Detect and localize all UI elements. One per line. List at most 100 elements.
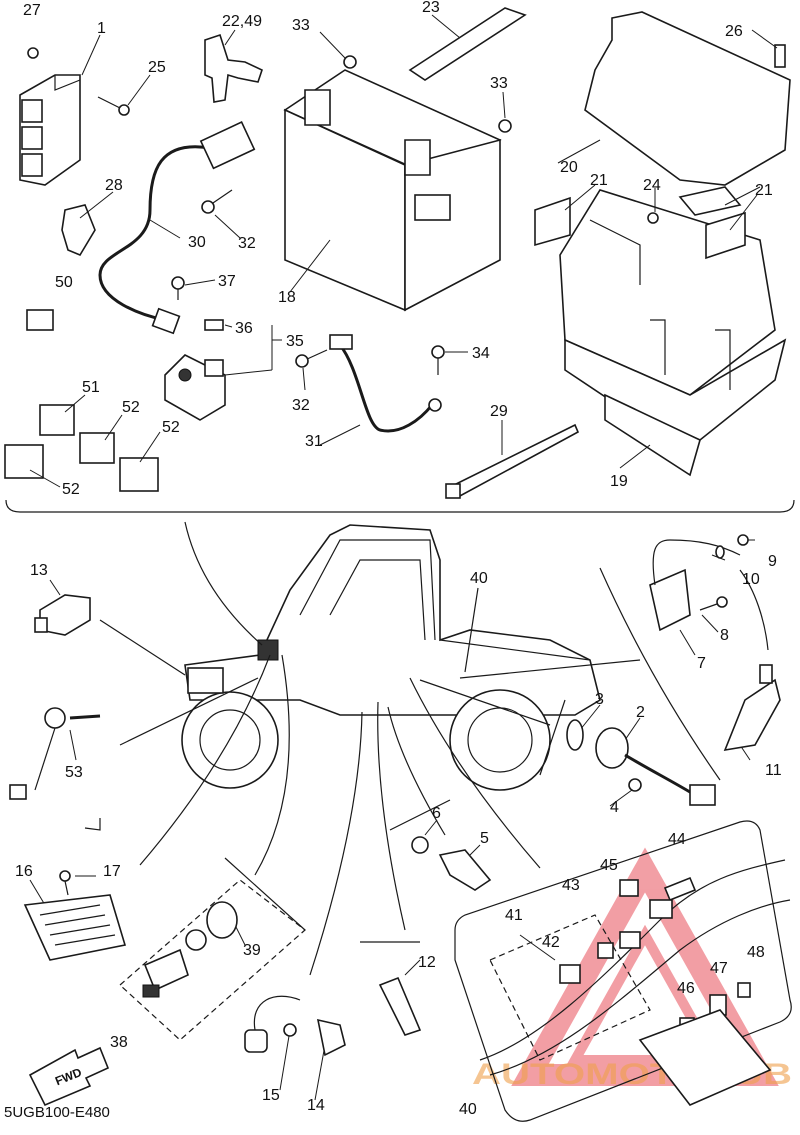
callout-15: 15 bbox=[262, 1087, 280, 1104]
section-divider bbox=[5, 499, 795, 513]
bolt-4 bbox=[628, 778, 642, 792]
callout-37: 37 bbox=[218, 273, 236, 290]
sensor-2 bbox=[595, 727, 716, 806]
callout-52-c: 52 bbox=[62, 481, 80, 498]
callout-40-top: 40 bbox=[470, 570, 488, 587]
callout-44: 44 bbox=[668, 831, 686, 848]
fuse-36 bbox=[204, 319, 224, 331]
connector-52-a bbox=[79, 432, 115, 464]
callout-50: 50 bbox=[55, 274, 73, 291]
callout-46: 46 bbox=[677, 980, 695, 997]
battery-band-23 bbox=[408, 7, 527, 81]
callout-39: 39 bbox=[243, 942, 261, 959]
callout-51: 51 bbox=[82, 379, 100, 396]
switch-13 bbox=[34, 594, 91, 636]
ignition-coil-7 bbox=[649, 539, 769, 651]
callout-11: 11 bbox=[765, 762, 782, 779]
callout-36: 36 bbox=[235, 320, 253, 337]
callout-21-right: 21 bbox=[755, 182, 773, 199]
callout-14: 14 bbox=[307, 1097, 325, 1114]
callout-5: 5 bbox=[480, 830, 489, 847]
pad-21-right bbox=[705, 211, 746, 260]
battery-18 bbox=[283, 69, 502, 312]
leader-lines-lower bbox=[84, 521, 721, 976]
callout-31: 31 bbox=[305, 433, 323, 450]
spark-plug-12 bbox=[378, 976, 422, 1036]
callout-43: 43 bbox=[562, 877, 580, 894]
pad-21-top bbox=[678, 186, 742, 216]
oring-3 bbox=[566, 719, 584, 751]
bolt-24 bbox=[647, 212, 659, 224]
callout-27: 27 bbox=[23, 2, 41, 19]
sensor-5 bbox=[438, 849, 492, 891]
bolt-32-upper bbox=[201, 189, 233, 214]
callout-7: 7 bbox=[697, 655, 706, 672]
callout-16: 16 bbox=[15, 863, 33, 880]
nut-33-right bbox=[498, 119, 512, 133]
callout-45: 45 bbox=[600, 857, 618, 874]
gasket-6 bbox=[411, 836, 429, 854]
callout-40-bottom: 40 bbox=[459, 1101, 477, 1118]
callout-26: 26 bbox=[725, 23, 743, 40]
bolt-34 bbox=[431, 345, 445, 375]
callout-3: 3 bbox=[595, 691, 604, 708]
bolt-37 bbox=[171, 276, 185, 300]
clamp-22-49 bbox=[204, 33, 263, 103]
callout-10: 10 bbox=[742, 571, 760, 588]
callout-29: 29 bbox=[490, 403, 508, 420]
callout-20: 20 bbox=[560, 159, 578, 176]
callout-32-upper: 32 bbox=[238, 235, 256, 252]
bolt-32-lower bbox=[295, 349, 328, 368]
connector-50 bbox=[26, 309, 54, 331]
callout-48: 48 bbox=[747, 944, 765, 961]
vehicle-outline bbox=[181, 524, 601, 791]
clip-28 bbox=[61, 204, 96, 257]
connector-52-c bbox=[4, 444, 44, 479]
callout-17: 17 bbox=[103, 863, 121, 880]
callout-25: 25 bbox=[148, 59, 166, 76]
screw-26 bbox=[774, 44, 786, 68]
callout-1: 1 bbox=[97, 20, 106, 37]
negative-lead-31 bbox=[329, 334, 442, 433]
leader-lines-upper bbox=[29, 14, 778, 488]
callout-18: 18 bbox=[278, 289, 296, 306]
callout-24: 24 bbox=[643, 177, 661, 194]
connector-51 bbox=[39, 404, 75, 436]
callout-30: 30 bbox=[188, 234, 206, 251]
callout-47: 47 bbox=[710, 960, 728, 977]
callout-21-left: 21 bbox=[590, 172, 608, 189]
callout-9: 9 bbox=[768, 553, 777, 570]
cable-tie-29 bbox=[445, 423, 580, 499]
callout-6: 6 bbox=[432, 805, 441, 822]
callout-4: 4 bbox=[610, 799, 619, 816]
pad-21-left bbox=[534, 196, 571, 247]
lead-wire-30 bbox=[98, 121, 256, 335]
rectifier-16 bbox=[23, 894, 127, 961]
callout-23: 23 bbox=[422, 0, 440, 16]
callout-labels: 27 1 25 22,49 33 23 33 26 28 30 32 18 20… bbox=[15, 0, 782, 1118]
callout-22-49: 22,49 bbox=[222, 13, 262, 30]
callout-12: 12 bbox=[418, 954, 436, 971]
battery-cover-20 bbox=[584, 11, 791, 186]
callout-34: 34 bbox=[472, 345, 490, 362]
plug-cap-11 bbox=[723, 664, 781, 752]
callout-8: 8 bbox=[720, 627, 729, 644]
bolt-17 bbox=[59, 870, 71, 896]
sensor-53 bbox=[9, 707, 101, 800]
callout-42: 42 bbox=[542, 934, 560, 951]
diagram-code: 5UGB100-E480 bbox=[4, 1104, 110, 1121]
speed-sensor-14 bbox=[244, 995, 346, 1057]
washer-10 bbox=[715, 545, 725, 559]
connector-52-b bbox=[119, 457, 159, 492]
callout-52-b: 52 bbox=[162, 419, 180, 436]
callout-32-lower: 32 bbox=[292, 397, 310, 414]
callout-33-left: 33 bbox=[292, 17, 310, 34]
leader-lines-small bbox=[29, 539, 755, 1101]
bolt-8 bbox=[699, 596, 728, 611]
battery-box-19 bbox=[559, 189, 787, 477]
bolt-9 bbox=[737, 534, 749, 546]
starter-relay-35 bbox=[164, 354, 226, 421]
callout-33-right: 33 bbox=[490, 75, 508, 92]
callout-52-a: 52 bbox=[122, 399, 140, 416]
